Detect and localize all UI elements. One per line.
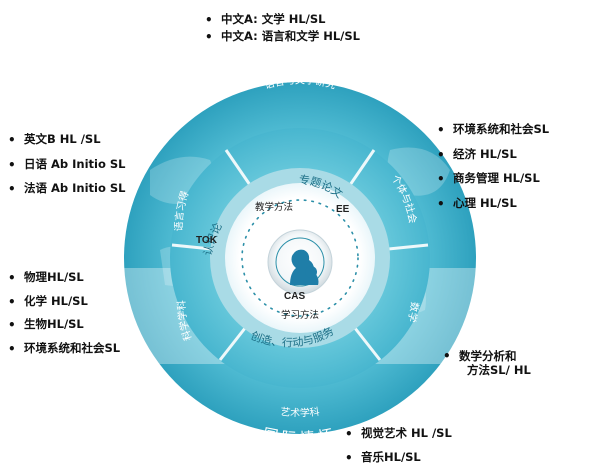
list-item: 经济 HL/SL: [437, 148, 549, 160]
list-item: 物理HL/SL: [8, 271, 120, 283]
list-item: 法语 Ab Initio SL: [8, 182, 126, 194]
international-mindedness: 国际情怀: [262, 425, 339, 448]
ee-label: EE: [336, 204, 350, 215]
list-item: 心理 HL/SL: [437, 197, 549, 209]
learner-profile-emblem: [267, 229, 333, 295]
group-language-literature: 语言与文学研究: [263, 73, 337, 91]
language-acquisition-courses-list: 英文B HL /SL 日语 Ab Initio SL 法语 Ab Initio …: [8, 133, 126, 208]
list-item: 化学 HL/SL: [8, 295, 120, 307]
tok-label: TOK: [196, 235, 218, 246]
learning-approaches: 学习方法: [281, 309, 319, 321]
list-item: 环境系统和社会SL: [8, 342, 120, 354]
list-item: 数学分析和 方法SL/ HL: [443, 349, 531, 378]
list-item: 视觉艺术 HL /SL: [345, 427, 452, 439]
teaching-approaches: 教学方法: [255, 201, 293, 213]
cas-label: CAS: [284, 291, 305, 302]
math-line-2: 方法SL/ HL: [467, 363, 531, 378]
literature-courses-list: 中文A: 文学 HL/SL 中文A: 语言和文学 HL/SL: [205, 13, 360, 47]
list-item: 英文B HL /SL: [8, 133, 126, 145]
list-item: 日语 Ab Initio SL: [8, 158, 126, 170]
list-item: 环境系统和社会SL: [437, 123, 549, 135]
list-item: 生物HL/SL: [8, 318, 120, 330]
list-item: 商务管理 HL/SL: [437, 172, 549, 184]
group-arts: 艺术学科: [280, 405, 321, 420]
list-item: 音乐HL/SL: [345, 451, 452, 463]
mathematics-courses-list: 数学分析和 方法SL/ HL: [443, 349, 531, 378]
list-item: 中文A: 文学 HL/SL: [205, 13, 360, 25]
list-item: 中文A: 语言和文学 HL/SL: [205, 30, 360, 42]
math-line-1: 数学分析和: [459, 349, 517, 363]
individuals-societies-courses-list: 环境系统和社会SL 经济 HL/SL 商务管理 HL/SL 心理 HL/SL: [437, 123, 549, 222]
arts-courses-list: 视觉艺术 HL /SL 音乐HL/SL: [345, 427, 452, 475]
science-courses-list: 物理HL/SL 化学 HL/SL 生物HL/SL 环境系统和社会SL: [8, 271, 120, 366]
